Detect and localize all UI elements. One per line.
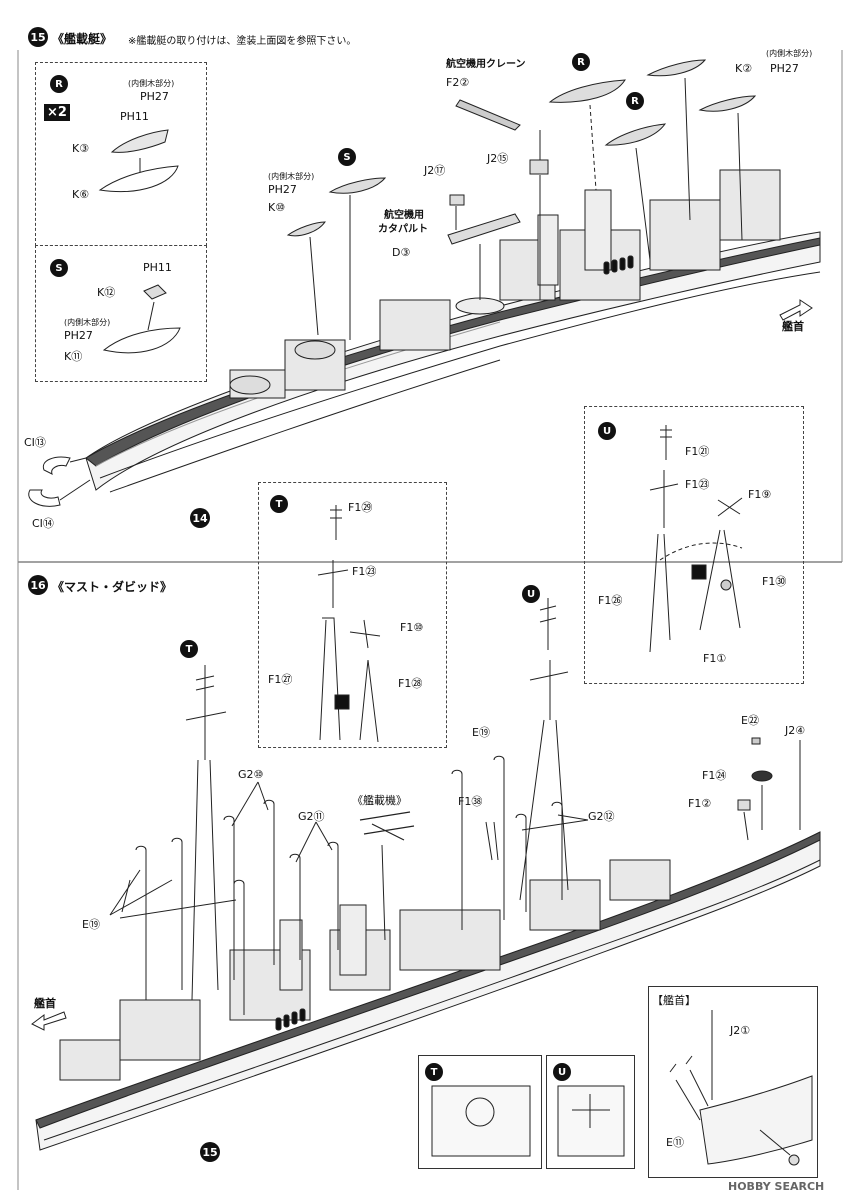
part-ph27: PH27 bbox=[140, 90, 169, 103]
wood-note: (内側木部分) bbox=[128, 79, 175, 88]
part-g2-10: G2⑩ bbox=[238, 768, 264, 781]
inset-u-box bbox=[584, 406, 804, 684]
step-15-number: 15 bbox=[28, 27, 48, 47]
part-e11: E⑪ bbox=[666, 1136, 684, 1149]
multiplier-badge: ×2 bbox=[44, 104, 70, 121]
part-e22: E㉒ bbox=[741, 714, 759, 727]
next-step-ref-15: 15 bbox=[200, 1142, 220, 1162]
bow-inset-box bbox=[648, 986, 818, 1178]
part-f1-10-t: F1⑩ bbox=[400, 621, 424, 634]
part-f1-29-t: F1㉙ bbox=[348, 501, 373, 514]
step-15-note: ※艦載艇の取り付けは、塗装上面図を参照下さい。 bbox=[128, 36, 357, 47]
bow-label-16: 艦首 bbox=[34, 997, 56, 1010]
part-k6: K⑥ bbox=[72, 188, 90, 201]
part-f1-9-u: F1⑨ bbox=[748, 488, 772, 501]
part-f1-23-t: F1㉓ bbox=[352, 565, 377, 578]
watermark: HOBBY SEARCH bbox=[728, 1180, 825, 1193]
sprue-ref-u-box bbox=[546, 1055, 635, 1169]
sprue-ref-t-badge: T bbox=[425, 1063, 443, 1081]
part-ci14: CI⑭ bbox=[32, 517, 54, 530]
part-j2-4: J2④ bbox=[785, 724, 806, 737]
part-ph11-s: PH11 bbox=[143, 261, 172, 274]
part-ph27-left: PH27 bbox=[268, 183, 297, 196]
catapult-label-2: カタパルト bbox=[378, 224, 428, 235]
part-k11: K⑪ bbox=[64, 350, 83, 363]
part-k3: K③ bbox=[72, 142, 90, 155]
part-j2-17: J2⑰ bbox=[424, 164, 446, 177]
part-j2-1: J2① bbox=[730, 1024, 751, 1037]
part-f1-27-t: F1㉗ bbox=[268, 673, 293, 686]
part-ci13: CI⑬ bbox=[24, 436, 46, 449]
inset-s-box bbox=[35, 245, 207, 382]
catapult-label-1: 航空機用 bbox=[384, 210, 424, 221]
inset-r-badge: R bbox=[50, 75, 68, 93]
part-f1-28-t: F1㉘ bbox=[398, 677, 423, 690]
part-d3: D③ bbox=[392, 246, 411, 259]
part-ph27-top: PH27 bbox=[770, 62, 799, 75]
part-e19-left: E⑲ bbox=[82, 918, 100, 931]
part-f1-23-u: F1㉓ bbox=[685, 478, 710, 491]
next-step-ref-14: 14 bbox=[190, 508, 210, 528]
part-f1-24: F1㉔ bbox=[702, 769, 727, 782]
part-f1-26-u: F1㉖ bbox=[598, 594, 623, 607]
r-badge-1: R bbox=[572, 53, 590, 71]
wood-note-top: (内側木部分) bbox=[766, 49, 813, 58]
part-f2-2: F2② bbox=[446, 76, 470, 89]
part-k2: K② bbox=[735, 62, 753, 75]
part-g2-11: G2⑪ bbox=[298, 810, 325, 823]
wood-note-s: (内側木部分) bbox=[64, 318, 111, 327]
aircraft-label: 《艦載機》 bbox=[352, 794, 407, 807]
r-badge-2: R bbox=[626, 92, 644, 110]
step-16-title: 《マスト・ダビッド》 bbox=[52, 580, 173, 594]
part-k10: K⑩ bbox=[268, 201, 286, 214]
part-ph11: PH11 bbox=[120, 110, 149, 123]
part-f1-1-u: F1① bbox=[703, 652, 727, 665]
bow-inset-title: 【艦首】 bbox=[652, 994, 696, 1007]
part-f1-30-u: F1㉚ bbox=[762, 575, 787, 588]
part-k12: K⑫ bbox=[97, 286, 116, 299]
u-badge-main: U bbox=[522, 585, 540, 603]
inset-u-badge: U bbox=[598, 422, 616, 440]
inset-t-box bbox=[258, 482, 447, 748]
inset-t-badge: T bbox=[270, 495, 288, 513]
part-g2-12: G2⑫ bbox=[588, 810, 615, 823]
part-ph27-s: PH27 bbox=[64, 329, 93, 342]
part-f1-21-u: F1㉑ bbox=[685, 445, 710, 458]
bow-label-15: 艦首 bbox=[782, 320, 804, 333]
crane-title: 航空機用クレーン bbox=[446, 59, 526, 70]
wood-note-left: (内側木部分) bbox=[268, 172, 315, 181]
s-badge: S bbox=[338, 148, 356, 166]
part-e19-top: E⑲ bbox=[472, 726, 490, 739]
part-j2-15: J2⑮ bbox=[487, 152, 509, 165]
part-f1-2: F1② bbox=[688, 797, 712, 810]
sprue-ref-u-badge: U bbox=[553, 1063, 571, 1081]
sprue-ref-t-box bbox=[418, 1055, 542, 1169]
inset-s-badge: S bbox=[50, 259, 68, 277]
step-16-number: 16 bbox=[28, 575, 48, 595]
step-15-title: 《艦載艇》 bbox=[52, 32, 113, 46]
t-badge-main: T bbox=[180, 640, 198, 658]
part-f1-38: F1㊳ bbox=[458, 795, 483, 808]
